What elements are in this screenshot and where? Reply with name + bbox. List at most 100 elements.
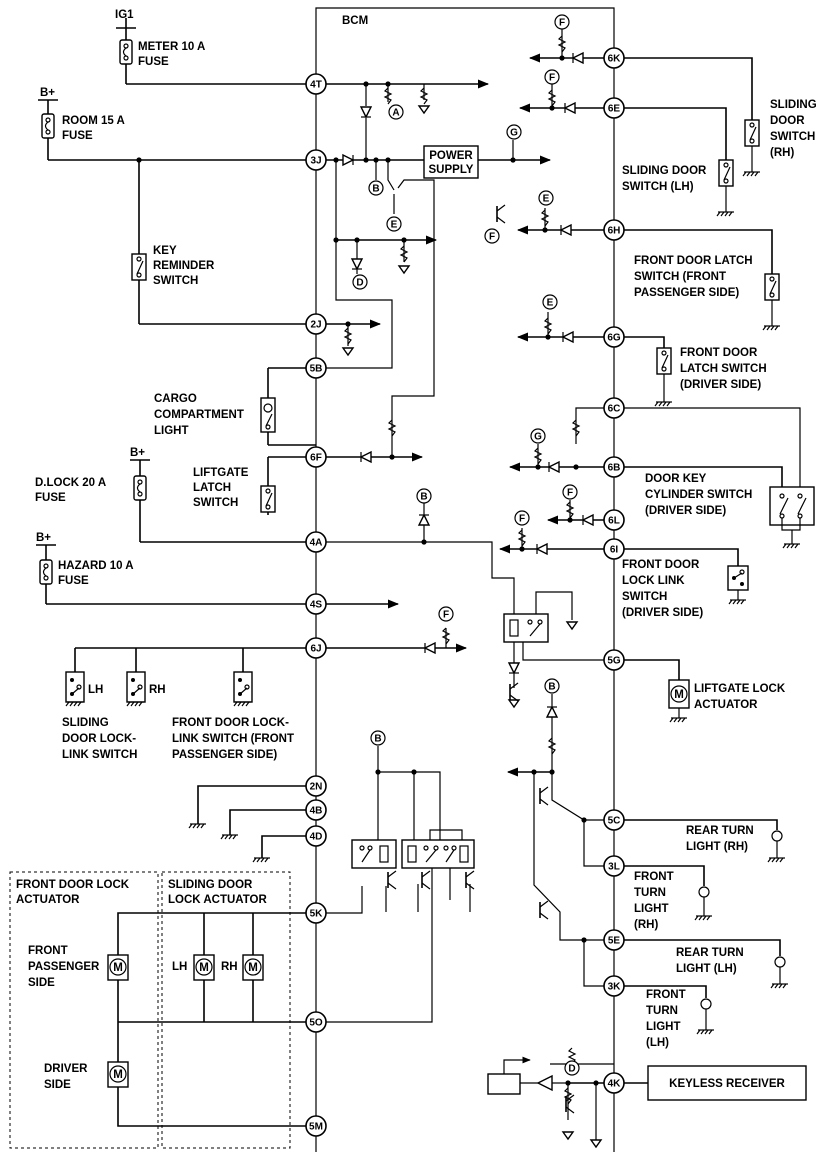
ground-symbol: [762, 325, 780, 331]
key-cylinder-label-1: DOOR KEY: [645, 473, 707, 485]
pin-4t: 4T: [305, 73, 327, 95]
junction-dot: [581, 817, 587, 823]
pin-4a: 4A: [305, 531, 327, 553]
bplus-label-hazard: B+: [36, 532, 51, 544]
rear-turn-rh-label-2: LIGHT (RH): [686, 841, 748, 853]
pin-label: 4B: [310, 806, 323, 817]
pin-6h: 6H: [603, 219, 625, 241]
fuse-hazard: [39, 559, 53, 585]
diode: [342, 153, 355, 167]
resistor: [547, 737, 557, 755]
ig1-label: IG1: [115, 9, 134, 21]
pin-label: 6F: [310, 453, 322, 464]
front-turn-rh-label-2: TURN: [634, 887, 666, 899]
rear-turn-light-rh: [771, 830, 783, 858]
key-cylinder-label-2: CYLINDER SWITCH: [645, 489, 752, 501]
pin-label: 5K: [310, 909, 324, 920]
junction-dot: [567, 517, 573, 523]
pin-6i: 6I: [603, 538, 625, 560]
resistor: [565, 501, 575, 519]
relay-unlock: [401, 829, 475, 869]
motor-symbol: M: [199, 962, 209, 974]
pin-3k: 3K: [603, 975, 625, 997]
sliding-door-switch-rh-label-3: SWITCH: [770, 131, 815, 143]
liftgate-lock-actuator-label-2: ACTUATOR: [694, 699, 758, 711]
node-label: B: [374, 734, 381, 745]
node-ref-g: G: [530, 428, 546, 444]
ground-symbol: [417, 105, 431, 115]
node-label: F: [519, 514, 525, 525]
transistor: [509, 682, 519, 702]
junction-dot: [421, 539, 427, 545]
pin-6c: 6C: [603, 397, 625, 419]
node-ref-b: B: [368, 180, 384, 196]
node-label: A: [392, 108, 399, 119]
ground-symbol: [220, 834, 238, 840]
front-lock-link-driver-label-4: (DRIVER SIDE): [622, 607, 703, 619]
pin-6j: 6J: [305, 637, 327, 659]
node-label: B: [372, 184, 379, 195]
junction-dot: [535, 464, 541, 470]
node-label: E: [391, 220, 398, 231]
pin-5m: 5M: [305, 1115, 327, 1137]
bplus-label-room: B+: [40, 87, 55, 99]
sliding-door-lock-actuator-label-1: SLIDING DOOR: [168, 879, 253, 891]
ground-symbol: [696, 1029, 714, 1035]
diode: [581, 513, 594, 527]
pin-6l: 6L: [603, 509, 625, 531]
ground-symbol: [742, 171, 760, 177]
resistor: [387, 419, 397, 437]
node-ref-b: B: [416, 488, 432, 504]
ground-symbol: [561, 1131, 575, 1141]
junction-dot: [363, 157, 369, 163]
diode: [535, 542, 548, 556]
key-reminder-switch: [131, 253, 147, 281]
front-latch-driver-switch: [656, 347, 672, 375]
node-label: D: [356, 278, 363, 289]
junction-dot: [559, 55, 565, 61]
ground-symbol: [126, 701, 144, 707]
junction-dot: [581, 937, 587, 943]
relay-door-lock: [351, 839, 397, 869]
pin-label: 6K: [608, 54, 622, 65]
node-ref-f: F: [514, 510, 530, 526]
ground-symbol: [782, 543, 800, 549]
junction-dot: [389, 454, 395, 460]
front-turn-lh-label-3: LIGHT: [646, 1021, 681, 1033]
resistor: [533, 447, 543, 465]
fuse-room-label-2: FUSE: [62, 130, 93, 142]
resistor: [547, 89, 557, 107]
labels: IG1 B+ B+ B+ METER 10 A FUSE ROOM 15 A F…: [16, 9, 817, 1091]
rear-turn-lh-label-2: LIGHT (LH): [676, 963, 737, 975]
junction-dot: [373, 157, 379, 163]
key-cylinder-label-3: (DRIVER SIDE): [645, 505, 726, 517]
node-ref-b: B: [544, 678, 560, 694]
diode: [571, 51, 584, 65]
sliding-door-switch-rh-label-1: SLIDING: [770, 99, 817, 111]
ground-symbol: [694, 915, 712, 921]
junction-dot: [385, 81, 391, 87]
ground-symbol: [252, 857, 270, 863]
junction-dot: [545, 334, 551, 340]
junction-dot: [593, 1080, 599, 1086]
liftgate-latch-switch: [260, 485, 276, 513]
ground-symbol: [565, 621, 579, 631]
junction-dot: [375, 769, 381, 775]
motor-driver: M: [107, 1061, 129, 1088]
ground-symbol: [233, 701, 251, 707]
driver-side-label-1: DRIVER: [44, 1063, 88, 1075]
rear-turn-light-lh: [774, 956, 786, 984]
resistor: [399, 245, 409, 263]
actuator-boxes: [9, 871, 291, 1149]
junction-dot: [136, 157, 142, 163]
fuse-meter-label-2: FUSE: [138, 56, 169, 68]
pin-6b: 6B: [603, 456, 625, 478]
bcm-internal-wiring: [316, 79, 614, 1065]
junction-dot: [385, 157, 391, 163]
motor-sliding-rh: M: [242, 954, 264, 981]
resistor: [517, 529, 527, 547]
lock-link-rh-label: RH: [149, 684, 166, 696]
pin-5c: 5C: [603, 809, 625, 831]
resistor: [571, 419, 581, 437]
